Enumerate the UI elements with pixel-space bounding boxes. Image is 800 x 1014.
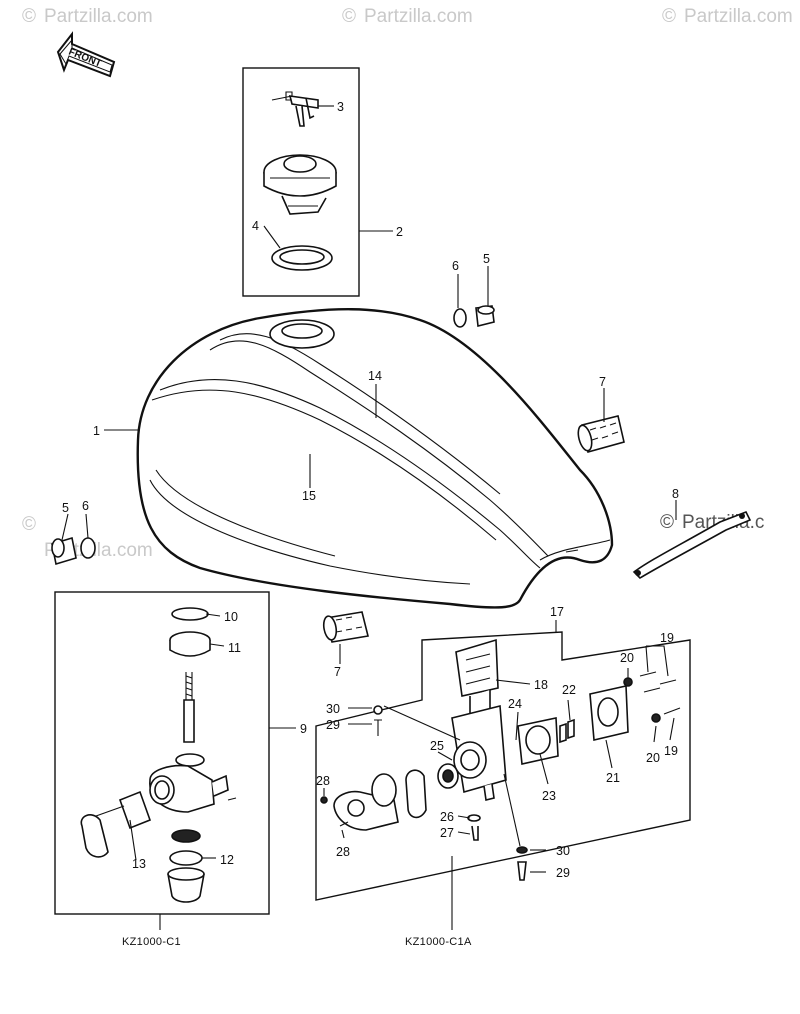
callout-15: 15 (302, 489, 316, 503)
damper-washer-icon (453, 308, 467, 328)
cap-gasket-icon (271, 245, 333, 271)
callout-25: 25 (430, 739, 444, 753)
callout-3: 3 (337, 100, 344, 114)
callout-23: 23 (542, 789, 556, 803)
callout-9: 9 (300, 722, 307, 736)
fuel-tap-c1a-icon (320, 638, 681, 881)
callout-13: 13 (132, 857, 146, 871)
key-icon (271, 91, 319, 127)
leader-lines (61, 105, 677, 930)
watermark-text: Partzilla.com (364, 6, 473, 27)
callout-20: 20 (646, 751, 660, 765)
callout-19: 19 (664, 744, 678, 758)
callout-21: 21 (606, 771, 620, 785)
callout-10: 10 (224, 610, 238, 624)
fuel-tap-box-c1a (315, 631, 691, 901)
callout-5: 5 (62, 501, 69, 515)
callout-6: 6 (452, 259, 459, 273)
fuel-tank-icon (136, 308, 614, 609)
watermark-text: Partzilla.com (684, 6, 793, 27)
collar-icon (475, 305, 495, 327)
washer-left-icon (80, 537, 96, 559)
front-arrow: FRONT (56, 31, 116, 78)
callout-30: 30 (556, 844, 570, 858)
callout-18: 18 (534, 678, 548, 692)
watermark-copyright-icon: © (22, 514, 36, 535)
callout-17: 17 (550, 605, 564, 619)
callout-30: 30 (326, 702, 340, 716)
callout-27: 27 (440, 826, 454, 840)
callout-22: 22 (562, 683, 576, 697)
callout-26: 26 (440, 810, 454, 824)
callout-28: 28 (316, 774, 330, 788)
callout-5: 5 (483, 252, 490, 266)
callout-2: 2 (396, 225, 403, 239)
callout-6: 6 (82, 499, 89, 513)
callout-4: 4 (252, 219, 259, 233)
watermark-copyright-icon: © (660, 512, 674, 533)
callout-7: 7 (599, 375, 606, 389)
watermark-copyright-icon: © (662, 6, 676, 27)
callout-29: 29 (556, 866, 570, 880)
watermark-copyright-icon: © (342, 6, 356, 27)
fuel-cap-icon (263, 154, 337, 215)
caption-kz1000-c1: KZ1000-C1 (122, 936, 181, 948)
callout-1: 1 (93, 424, 100, 438)
callout-14: 14 (368, 369, 382, 383)
callout-29: 29 (326, 718, 340, 732)
callout-12: 12 (220, 853, 234, 867)
callout-20: 20 (620, 651, 634, 665)
watermark-copyright-icon: © (22, 6, 36, 27)
tank-bracket-icon (632, 510, 752, 580)
callout-8: 8 (672, 487, 679, 501)
watermark-text: Partzilla.com (44, 6, 153, 27)
callout-11: 11 (228, 641, 241, 655)
fuel-tap-c1-icon (80, 607, 237, 903)
tank-damper-center-icon (322, 611, 369, 643)
callout-19: 19 (660, 631, 674, 645)
callout-7: 7 (334, 665, 341, 679)
collar-left-icon (51, 536, 77, 566)
caption-kz1000-c1a: KZ1000-C1A (405, 936, 472, 948)
callout-24: 24 (508, 697, 522, 711)
fuel-tap-box-c1 (54, 591, 270, 915)
cap-assembly-box (242, 67, 360, 297)
tank-damper-icon (577, 415, 625, 453)
callout-28: 28 (336, 845, 350, 859)
callout-labels: 3 2 4 6 5 7 8 1 14 15 5 6 7 9 10 11 12 1… (62, 100, 679, 880)
